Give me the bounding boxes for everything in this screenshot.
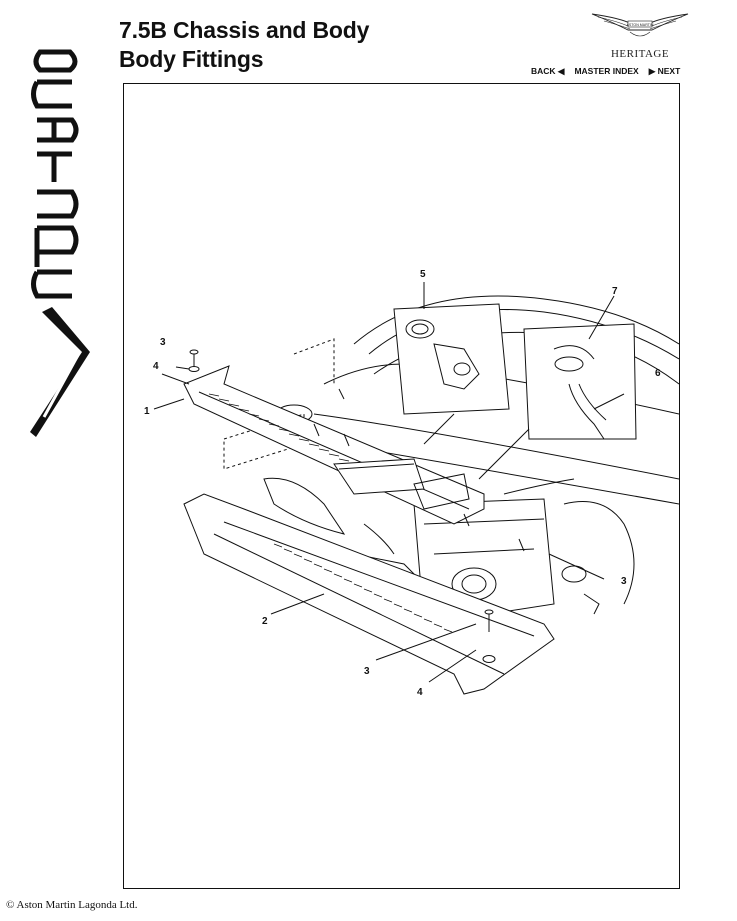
callout-1: 1 xyxy=(144,406,150,417)
page-title-section: Body Fittings xyxy=(119,46,264,72)
lower-scuttle-panel xyxy=(183,493,555,695)
callout-4-upper: 4 xyxy=(153,361,159,372)
callout-7: 7 xyxy=(612,286,618,297)
callout-3-upper: 3 xyxy=(160,337,166,348)
inset-6-7-box xyxy=(523,323,637,440)
callout-6: 6 xyxy=(655,368,661,379)
callout-5: 5 xyxy=(420,269,426,280)
callout-4-lower: 4 xyxy=(417,687,423,698)
brand-wordmark: ASTON MARTIN xyxy=(626,23,653,27)
aston-martin-wings-logo: ASTON MARTIN xyxy=(591,13,689,37)
brand-block: ASTON MARTIN HERITAGE xyxy=(585,8,695,60)
callout-3-lower: 3 xyxy=(364,666,370,677)
body-fittings-diagram: 1 2 3 4 5 6 7 3 3 4 xyxy=(144,269,679,698)
page-title: 7.5B Chassis and Body Body Fittings xyxy=(119,16,369,74)
inset-5-box xyxy=(393,303,510,415)
diagram-frame: 1 2 3 4 5 6 7 3 3 4 xyxy=(123,83,680,889)
brand-heritage: HERITAGE xyxy=(610,48,670,60)
page-nav: BACK ◀ MASTER INDEX ▶ NEXT xyxy=(531,66,680,77)
vantage-logo xyxy=(30,49,90,437)
callout-3-right: 3 xyxy=(621,576,627,587)
master-index-link[interactable]: MASTER INDEX xyxy=(574,66,639,76)
callout-2: 2 xyxy=(262,616,268,627)
back-link[interactable]: BACK ◀ xyxy=(531,66,565,76)
next-link[interactable]: ▶ NEXT xyxy=(648,66,681,76)
page-title-chapter: 7.5B Chassis and Body xyxy=(119,17,370,43)
copyright-footer: © Aston Martin Lagonda Ltd. xyxy=(6,899,138,911)
